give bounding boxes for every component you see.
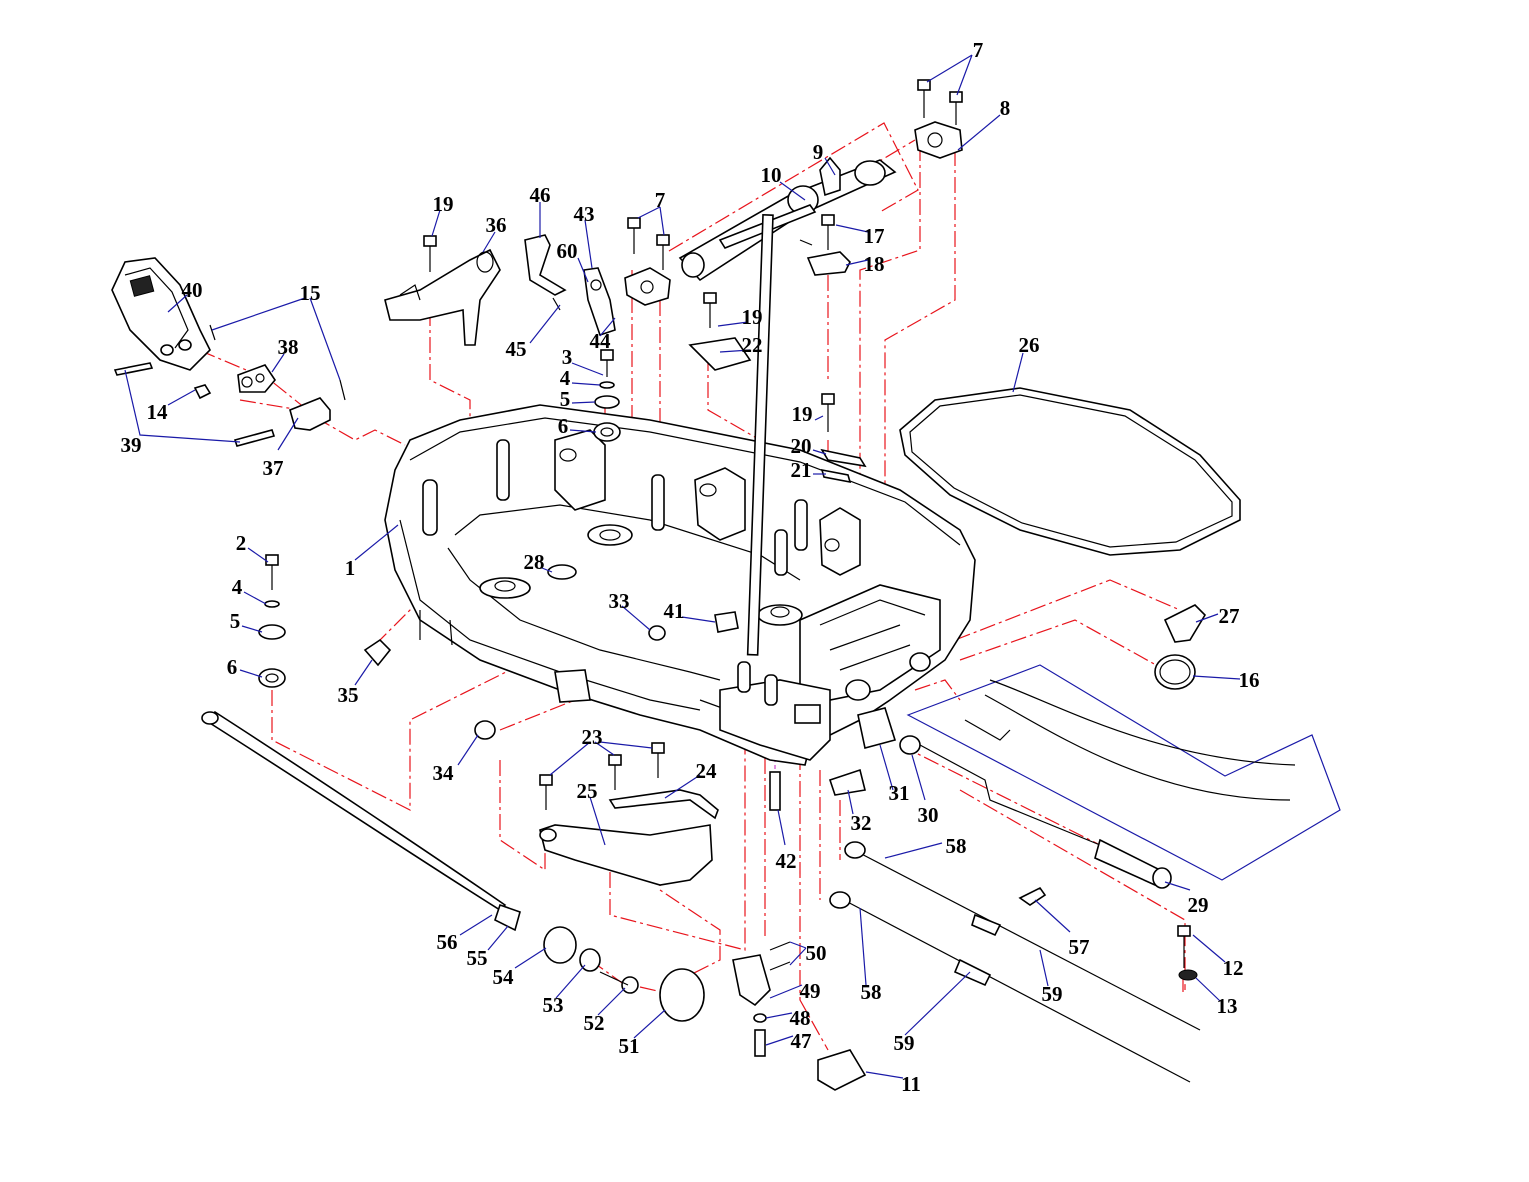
callout-19: 19 [433, 192, 454, 216]
callout-34: 34 [433, 761, 455, 785]
callout-56: 56 [437, 930, 458, 954]
callout-22: 22 [742, 333, 763, 357]
assembly-lines [174, 122, 1186, 1051]
callout-47: 47 [791, 1029, 812, 1053]
callout-24: 24 [696, 759, 718, 783]
callout-29: 29 [1188, 893, 1209, 917]
callout-48: 48 [790, 1006, 811, 1030]
callout-54: 54 [493, 965, 515, 989]
callout-35: 35 [338, 683, 359, 707]
callout-36: 36 [486, 213, 507, 237]
callout-44: 44 [590, 329, 612, 353]
callout-59: 59 [1042, 982, 1063, 1006]
lower-left-parts [201, 554, 739, 932]
callout-27: 27 [1219, 604, 1240, 628]
callout-1: 1 [345, 556, 356, 580]
linkage-group [539, 742, 719, 886]
callout-32: 32 [851, 811, 872, 835]
callout-6: 6 [558, 414, 569, 438]
callout-16: 16 [1239, 668, 1260, 692]
callout-21: 21 [791, 458, 812, 482]
callout-15: 15 [300, 281, 321, 305]
callout-17: 17 [864, 224, 885, 248]
callout-30: 30 [918, 803, 939, 827]
callout-31: 31 [889, 781, 910, 805]
callout-5: 5 [230, 609, 241, 633]
callout-33: 33 [609, 589, 630, 613]
callout-37: 37 [263, 456, 284, 480]
callout-25: 25 [577, 779, 598, 803]
callout-4: 4 [560, 366, 571, 390]
callout-51: 51 [619, 1034, 640, 1058]
callout-26: 26 [1019, 333, 1040, 357]
callout-59: 59 [894, 1031, 915, 1055]
callout-38: 38 [278, 335, 299, 359]
callout-53: 53 [543, 993, 564, 1017]
callout-57: 57 [1069, 935, 1090, 959]
callout-41: 41 [664, 599, 685, 623]
handle-bracket-group [111, 257, 346, 447]
callout-42: 42 [776, 849, 797, 873]
callout-6: 6 [227, 655, 238, 679]
callout-49: 49 [800, 979, 821, 1003]
callout-7: 7 [973, 38, 984, 62]
bottom-cowl [384, 404, 976, 766]
callout-18: 18 [864, 252, 885, 276]
callout-40: 40 [182, 278, 203, 302]
upper-misc-parts [384, 234, 867, 484]
callout-45: 45 [506, 337, 527, 361]
callout-52: 52 [584, 1011, 605, 1035]
leader-lines [124, 54, 1241, 1079]
shift-shaft-group [624, 79, 963, 656]
callout-20: 20 [791, 434, 812, 458]
callout-7: 7 [655, 188, 666, 212]
callout-12: 12 [1223, 956, 1244, 980]
callout-3: 3 [562, 345, 573, 369]
callout-23: 23 [582, 725, 603, 749]
callout-14: 14 [147, 400, 169, 424]
callout-11: 11 [901, 1072, 921, 1096]
callout-19: 19 [742, 305, 763, 329]
callout-19: 19 [792, 402, 813, 426]
callout-8: 8 [1000, 96, 1011, 120]
callout-60: 60 [557, 239, 578, 263]
callout-2: 2 [236, 531, 247, 555]
callout-58: 58 [861, 980, 882, 1004]
lower-right-parts [769, 604, 1341, 1091]
cowl-gasket [899, 387, 1241, 556]
callout-5: 5 [560, 387, 571, 411]
callout-50: 50 [806, 941, 827, 965]
callout-46: 46 [530, 183, 551, 207]
callout-58: 58 [946, 834, 967, 858]
bottom-center-parts [543, 926, 791, 1057]
callout-10: 10 [761, 163, 782, 187]
callout-4: 4 [232, 575, 243, 599]
callout-39: 39 [121, 433, 142, 457]
callout-55: 55 [467, 946, 488, 970]
callout-9: 9 [813, 140, 824, 164]
callout-43: 43 [574, 202, 595, 226]
callout-28: 28 [524, 550, 545, 574]
callout-13: 13 [1217, 994, 1238, 1018]
